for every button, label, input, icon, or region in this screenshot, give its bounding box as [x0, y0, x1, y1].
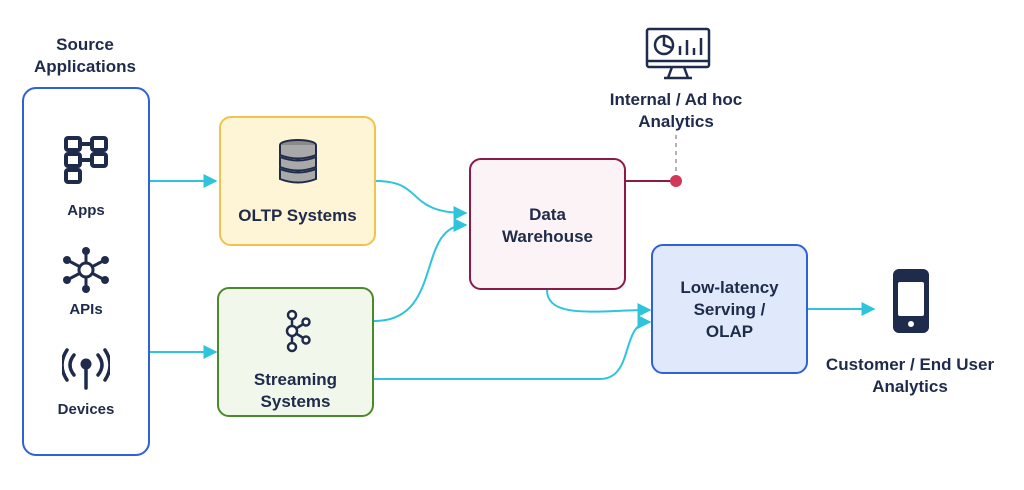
customer-analytics-label: Customer / End User Analytics	[825, 355, 995, 396]
kafka-icon	[285, 309, 311, 353]
internal-connection-dot	[670, 175, 682, 187]
smartphone-icon	[893, 269, 929, 333]
data-warehouse-node: Data Warehouse	[469, 158, 626, 290]
arrow-streaming-to-serving	[374, 315, 652, 380]
broadcast-antenna-icon	[62, 348, 110, 390]
oltp-systems-label: OLTP Systems	[238, 206, 357, 225]
source-item-devices: Devices	[57, 401, 115, 418]
data-warehouse-label: Data Warehouse	[501, 205, 593, 246]
arrow-warehouse-to-serving	[546, 289, 652, 318]
source-applications-box: Apps APIs	[22, 87, 150, 456]
source-item-apps: Apps	[67, 202, 105, 219]
apps-icon	[64, 136, 108, 184]
oltp-systems-node: OLTP Systems	[219, 116, 376, 246]
source-item-apis: APIs	[69, 301, 103, 318]
api-network-icon	[63, 247, 109, 293]
source-title: Source Applications	[33, 35, 136, 76]
streaming-systems-node: Streaming Systems	[217, 287, 374, 417]
monitor-analytics-icon	[645, 27, 711, 80]
streaming-systems-label: Streaming Systems	[253, 370, 338, 411]
serving-olap-label: Low-latency Serving / OLAP	[680, 278, 779, 341]
serving-olap-node: Low-latency Serving / OLAP	[651, 244, 808, 374]
arrow-oltp-to-warehouse	[375, 180, 468, 220]
database-icon	[279, 139, 317, 184]
internal-analytics-label: Internal / Ad hoc Analytics	[609, 90, 743, 131]
arrow-streaming-to-warehouse	[373, 218, 468, 322]
